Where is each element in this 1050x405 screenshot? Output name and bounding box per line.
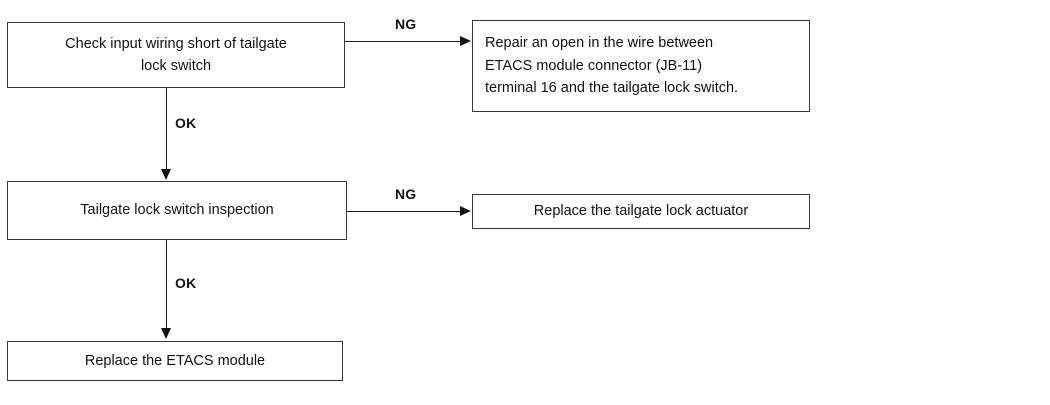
connector-ng-2-line: [347, 211, 462, 212]
node-repair-open-wire[interactable]: Repair an open in the wire between ETACS…: [472, 20, 810, 112]
arrow-down-icon-ok-2: [160, 328, 171, 339]
edge-label-ok-2: OK: [175, 275, 197, 291]
node-repair-open-wire-label: Repair an open in the wire between ETACS…: [485, 35, 739, 97]
node-replace-tailgate-lock-actuator-label: Replace the tailgate lock actuator: [533, 203, 749, 220]
arrow-right-icon-ng-1: [460, 35, 471, 46]
node-replace-etacs-module[interactable]: Replace the ETACS module: [7, 341, 343, 381]
node-tailgate-lock-switch-inspection[interactable]: Tailgate lock switch inspection: [7, 181, 347, 240]
node-replace-etacs-module-label: Replace the ETACS module: [84, 352, 266, 369]
edge-label-ok-1: OK: [175, 115, 197, 131]
node-check-input-wiring[interactable]: Check input wiring short of tailgate loc…: [7, 22, 345, 88]
connector-ng-1-line: [345, 41, 462, 42]
node-replace-tailgate-lock-actuator[interactable]: Replace the tailgate lock actuator: [472, 194, 810, 229]
connector-ok-2-line: [166, 240, 167, 330]
node-check-input-wiring-label: Check input wiring short of tailgate loc…: [65, 35, 287, 74]
node-tailgate-lock-switch-inspection-label: Tailgate lock switch inspection: [80, 202, 274, 219]
connector-ok-1-line: [166, 88, 167, 171]
edge-label-ng-1: NG: [395, 16, 417, 32]
edge-label-ng-2: NG: [395, 186, 417, 202]
arrow-down-icon-ok-1: [160, 169, 171, 180]
arrow-right-icon-ng-2: [460, 205, 471, 216]
